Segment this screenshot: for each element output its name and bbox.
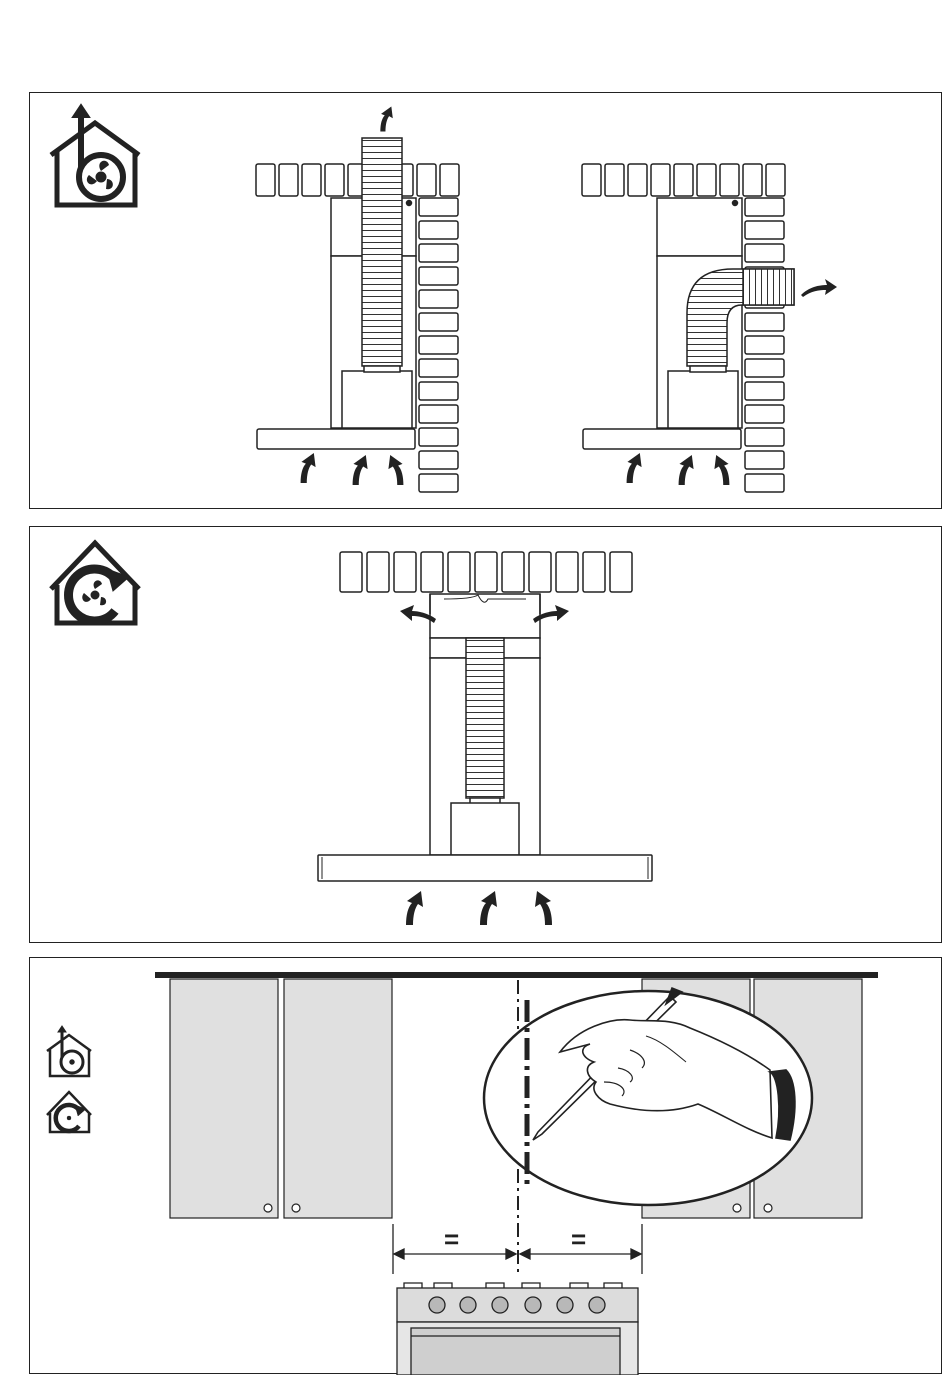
knob-6 [589,1297,605,1313]
knob-5 [557,1297,573,1313]
hood-canopy [257,429,415,449]
ducted-installation-panel [29,92,942,509]
intake-arrow-middle-2 [679,455,694,485]
wall-bricks-right [745,198,784,492]
exhaust-arrow-right [801,279,837,297]
intake-arrow-middle-3 [480,891,497,925]
ducted-vertical-diagram [256,138,459,492]
knob-1 [429,1297,445,1313]
intake-arrow-right-2 [714,455,729,485]
intake-arrow-left [301,453,316,483]
ceiling-bricks-right [582,164,785,196]
wall-bricks [419,198,458,492]
magnifier-circle [484,988,812,1205]
recirculation-installation-panel [29,526,942,943]
knob-4 [525,1297,541,1313]
exhaust-arrow [380,107,392,132]
ceiling-bricks [256,164,459,196]
knob-3 [492,1297,508,1313]
cooker [397,1283,638,1375]
chimney-upper-vented [430,594,540,638]
ducted-mode-icon [47,1026,91,1076]
hood-canopy-2 [318,855,652,881]
intake-arrow-middle [353,455,368,485]
motor-box [342,371,412,428]
oven-door [411,1328,620,1375]
equal-mark-right: = [571,1224,586,1254]
recirculation-duct [466,638,504,798]
recirculation-mode-icon [51,543,139,623]
knob-2 [460,1297,476,1313]
intake-arrow-left-3 [406,891,423,925]
centering-diagram: = = [30,958,943,1375]
intake-arrow-right-3 [535,891,552,925]
ceiling-line [155,972,878,978]
cabinet-1 [170,979,278,1218]
recirculation-diagram [30,527,943,944]
exhaust-duct [362,138,402,366]
intake-arrow-right [388,455,403,485]
recirculation-hood [318,552,652,881]
cabinet-2 [284,979,392,1218]
ducted-diagrams [30,93,943,510]
intake-arrow-left-2 [627,453,642,483]
ceiling-bricks-2 [340,552,632,592]
ducted-mode-icon [51,105,139,205]
equal-mark-left: = [444,1224,459,1254]
recirculation-mode-icon [47,1092,91,1132]
filter-box [451,803,519,855]
centering-panel: = = [29,957,942,1374]
ducted-horizontal-diagram [582,164,794,492]
